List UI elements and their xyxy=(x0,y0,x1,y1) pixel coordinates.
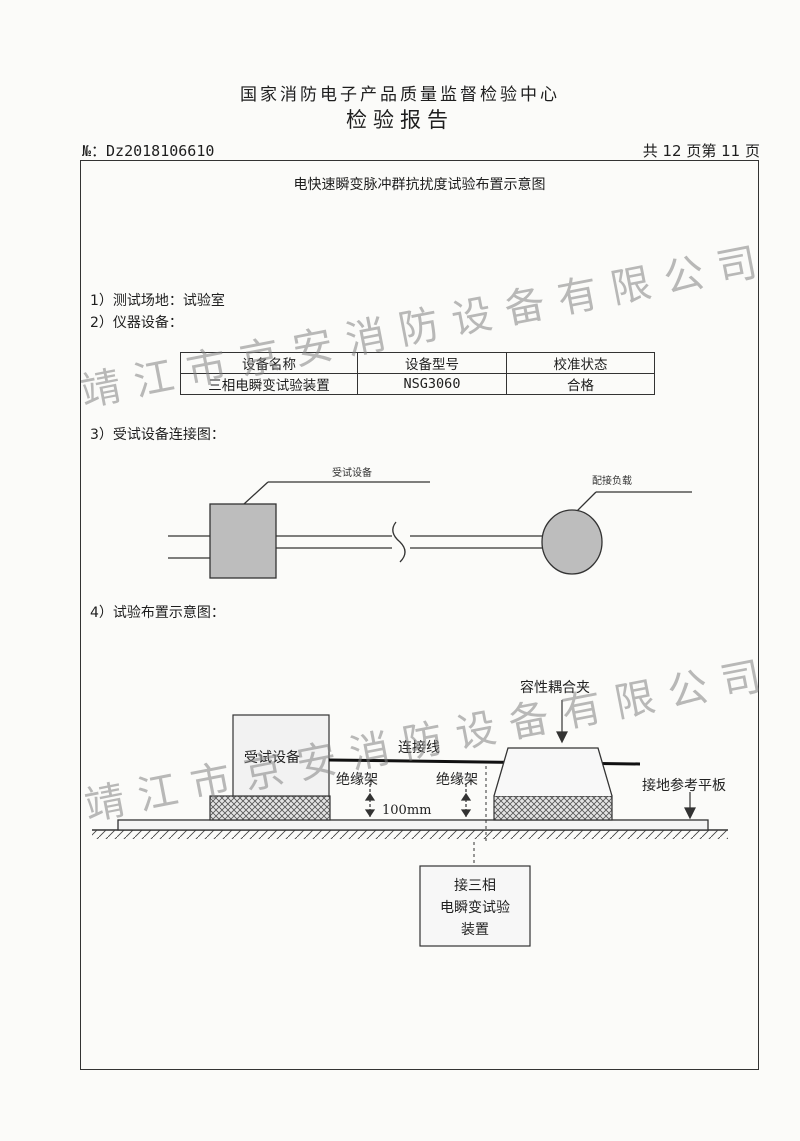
height-arrow-left-up xyxy=(364,792,376,801)
section-title: 电快速瞬变脉冲群抗扰度试验布置示意图 xyxy=(293,177,546,193)
content-frame xyxy=(80,160,759,1070)
eut-box xyxy=(232,714,330,797)
item-equipment: 2）仪器设备： xyxy=(90,315,183,331)
equipment-table: 设备名称 设备型号 校准状态 三相电瞬变试验装置 NSG3060 合格 xyxy=(180,352,655,395)
ground-reference-plane xyxy=(117,819,709,831)
insulation-left-text: 绝缘架 xyxy=(336,772,378,788)
report-number: №：Dz2018106610 xyxy=(82,142,215,160)
generator-line-2: 电瞬变试验 xyxy=(440,900,510,916)
height-arrow-right-up xyxy=(460,792,472,801)
table-header-cell: 设备名称 xyxy=(180,352,358,374)
plane-arrow-head xyxy=(684,807,696,820)
cable-text: 连接线 xyxy=(398,739,440,756)
clamp-arrow-head xyxy=(556,731,568,744)
height-arrow-right-down xyxy=(460,809,472,818)
item-layout-diagram: 4）试验布置示意图： xyxy=(90,605,225,621)
cable-break-symbol xyxy=(392,521,406,563)
clamp-text: 容性耦合夹 xyxy=(520,679,590,696)
ground-plane-text: 接地参考平板 xyxy=(642,777,726,794)
height-arrow-left-down xyxy=(364,809,376,818)
eut-text: 受试设备 xyxy=(244,749,300,766)
table-row: 三相电瞬变试验装置 NSG3060 合格 xyxy=(180,373,655,395)
insulation-support-left xyxy=(209,795,331,821)
generator-line-3: 装置 xyxy=(461,922,489,938)
item-connection-diagram: 3）受试设备连接图： xyxy=(90,427,225,443)
generator-line-1: 接三相 xyxy=(454,877,496,894)
insulation-support-right xyxy=(493,795,613,821)
generator-box xyxy=(419,865,531,947)
eut-label: 受试设备 xyxy=(332,466,372,479)
distance-text: 100mm xyxy=(382,803,431,818)
eut-leader-line xyxy=(243,481,269,505)
load-ellipse xyxy=(541,509,603,575)
item-test-site: 1）测试场地：试验室 xyxy=(90,293,225,309)
issuing-organization: 国家消防电子产品质量监督检验中心 xyxy=(240,85,560,105)
ground-hatch xyxy=(92,830,728,839)
report-title: 检验报告 xyxy=(346,108,454,132)
table-cell: 合格 xyxy=(506,373,655,395)
load-label: 配接负载 xyxy=(592,474,632,487)
insulation-right-text: 绝缘架 xyxy=(436,772,478,788)
capacitive-coupling-clamp xyxy=(493,747,613,797)
table-header-cell: 设备型号 xyxy=(357,352,507,374)
eut-box xyxy=(209,503,277,579)
table-cell: NSG3060 xyxy=(357,373,507,395)
page-indicator: 共 12 页第 11 页 xyxy=(642,142,760,160)
